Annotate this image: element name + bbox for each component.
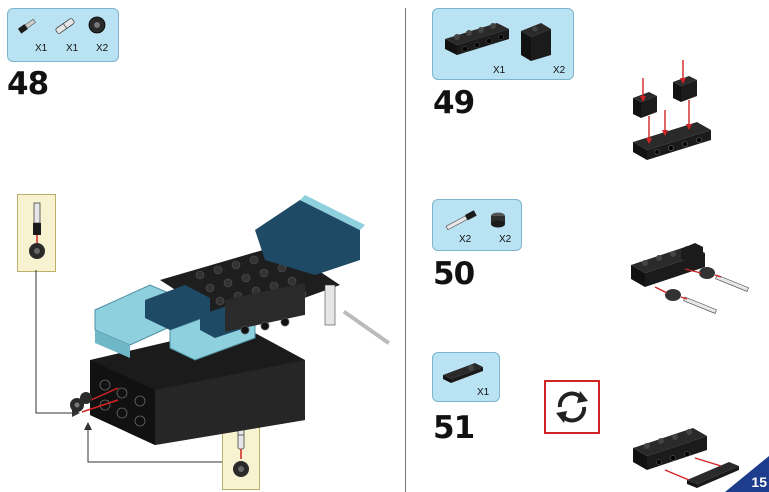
step-number: 50	[433, 256, 475, 292]
sub-assembly-callout	[17, 194, 56, 272]
part-qty: X2	[499, 234, 512, 245]
axle-connector-part	[17, 18, 36, 34]
page-number: 15	[751, 474, 767, 490]
callout-leader-line	[84, 422, 222, 463]
step-number: 49	[433, 85, 475, 121]
step-number: 48	[7, 66, 49, 102]
bracket-part	[521, 23, 551, 61]
rotate-model-box	[544, 380, 600, 434]
part-qty: X1	[493, 65, 506, 76]
step-49-model-illustration	[633, 60, 711, 160]
bush-part	[491, 212, 505, 228]
part-qty: X2	[459, 234, 472, 245]
axle-bush-subassembly	[29, 202, 45, 259]
step-51-model-illustration	[633, 428, 739, 488]
step-number: 51	[433, 410, 475, 446]
step-51-parts-box: X1	[432, 352, 500, 402]
part-qty: X1	[35, 43, 48, 54]
pin-part	[55, 18, 75, 34]
step-50-model-illustration	[631, 243, 749, 314]
step-49-parts-box: X1 X2	[432, 8, 574, 80]
tile-part	[443, 363, 483, 383]
rotate-model-icon	[556, 391, 588, 423]
part-qty: X2	[96, 43, 109, 54]
part-qty: X1	[477, 387, 490, 398]
column-divider	[405, 8, 406, 492]
technic-brick-part	[445, 23, 509, 55]
page-tab	[725, 456, 769, 492]
bush-part	[88, 16, 106, 34]
step-48-model-illustration	[70, 195, 391, 445]
axle-part	[445, 210, 477, 231]
part-qty: X1	[66, 43, 79, 54]
part-qty: X2	[553, 65, 566, 76]
step-48-parts-box: X1 X1 X2	[7, 8, 119, 62]
step-50-parts-box: X2 X2	[432, 199, 522, 251]
